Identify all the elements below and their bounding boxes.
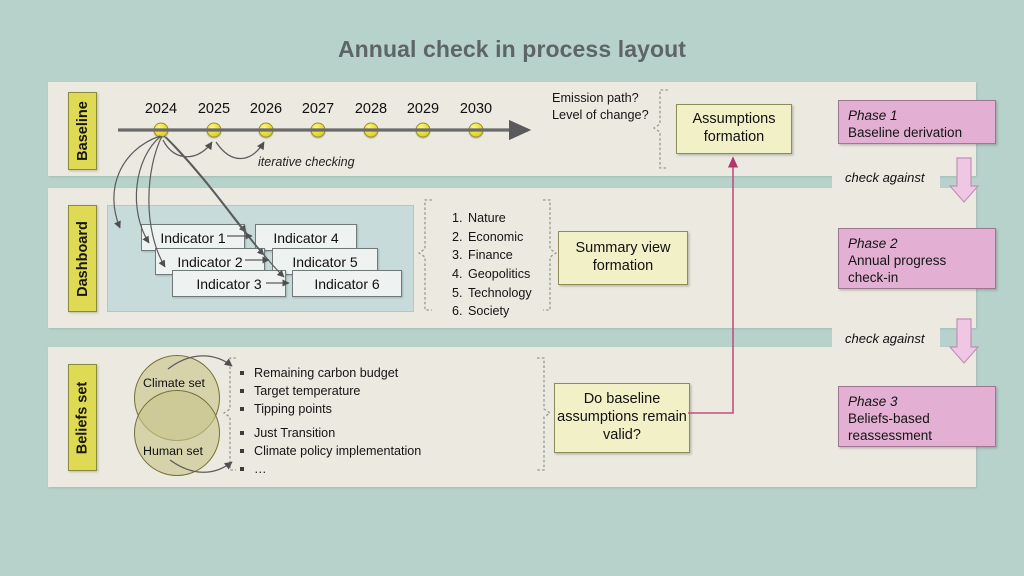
- indicator-box-1[interactable]: Indicator 1: [141, 224, 245, 251]
- beliefs-bullet-6: …: [240, 461, 421, 479]
- side-label-dashboard: Dashboard: [68, 205, 97, 312]
- indicator-box-3[interactable]: Indicator 3: [172, 270, 286, 297]
- page-title: Annual check in process layout: [337, 36, 687, 62]
- venn-label-human: Human set: [143, 444, 203, 458]
- timeline-node-2028[interactable]: [363, 122, 379, 138]
- beliefs-bullet-5: Climate policy implementation: [240, 443, 421, 461]
- venn-label-climate: Climate set: [143, 376, 205, 390]
- phase-strip-2: [832, 156, 940, 190]
- category-item-3: Finance: [466, 246, 532, 265]
- timeline-year-2027: 2027: [301, 101, 335, 117]
- phase-2-number: Phase 2: [848, 236, 898, 251]
- category-item-1: Nature: [466, 209, 532, 228]
- beliefs-bullets-human: Just Transition Climate policy implement…: [240, 425, 421, 479]
- check-against-label-1: check against: [845, 170, 925, 185]
- baseline-question-2: Level of change?: [552, 107, 649, 122]
- assumptions-formation-box[interactable]: Assumptions formation: [676, 104, 792, 154]
- phase-strip-3: [832, 317, 940, 351]
- category-item-6: Society: [466, 302, 532, 321]
- category-list: Nature Economic Finance Geopolitics Tech…: [447, 209, 532, 321]
- category-item-5: Technology: [466, 284, 532, 303]
- phase-3-number: Phase 3: [848, 394, 898, 409]
- phase-box-1[interactable]: Phase 1 Baseline derivation: [838, 100, 996, 144]
- side-label-beliefs-text: Beliefs set: [74, 381, 91, 454]
- category-item-4: Geopolitics: [466, 265, 532, 284]
- baseline-question-1: Emission path?: [552, 91, 639, 105]
- indicator-box-4[interactable]: Indicator 4: [255, 224, 357, 251]
- timeline-year-2030: 2030: [459, 101, 493, 117]
- timeline-node-2025[interactable]: [206, 122, 222, 138]
- side-label-beliefs: Beliefs set: [68, 364, 97, 471]
- timeline-year-2025: 2025: [197, 101, 231, 117]
- baseline-validity-question-box[interactable]: Do baseline assumptions remain valid?: [554, 383, 690, 453]
- timeline-node-2026[interactable]: [258, 122, 274, 138]
- timeline-node-2024[interactable]: [153, 122, 169, 138]
- timeline-year-2029: 2029: [406, 101, 440, 117]
- iterative-checking-label: iterative checking: [258, 155, 355, 169]
- side-label-dashboard-text: Dashboard: [74, 220, 91, 297]
- phase-2-name: Annual progress check-in: [848, 253, 947, 286]
- side-label-baseline-text: Baseline: [74, 101, 91, 161]
- timeline-year-2024: 2024: [144, 101, 178, 117]
- beliefs-bullets-climate: Remaining carbon budget Target temperatu…: [240, 365, 398, 419]
- check-against-label-2: check against: [845, 331, 925, 346]
- phase-box-2[interactable]: Phase 2 Annual progress check-in: [838, 228, 996, 289]
- beliefs-bullet-4: Just Transition: [240, 425, 421, 443]
- baseline-questions: Emission path? Level of change?: [552, 90, 649, 124]
- venn-circle-human: [134, 390, 220, 476]
- phase-3-name: Beliefs-based reassessment: [848, 411, 933, 444]
- beliefs-bullet-1: Remaining carbon budget: [240, 365, 398, 383]
- timeline-year-2028: 2028: [354, 101, 388, 117]
- phase-1-name: Baseline derivation: [848, 125, 963, 141]
- timeline-node-2030[interactable]: [468, 122, 484, 138]
- summary-view-formation-box[interactable]: Summary view formation: [558, 231, 688, 285]
- beliefs-bullet-3: Tipping points: [240, 401, 398, 419]
- indicator-box-6[interactable]: Indicator 6: [292, 270, 402, 297]
- beliefs-bullet-2: Target temperature: [240, 383, 398, 401]
- timeline-node-2027[interactable]: [310, 122, 326, 138]
- side-label-baseline: Baseline: [68, 92, 97, 170]
- phase-1-number: Phase 1: [848, 108, 898, 123]
- phase-box-3[interactable]: Phase 3 Beliefs-based reassessment: [838, 386, 996, 447]
- timeline-year-2026: 2026: [249, 101, 283, 117]
- category-item-2: Economic: [466, 228, 532, 247]
- timeline-node-2029[interactable]: [415, 122, 431, 138]
